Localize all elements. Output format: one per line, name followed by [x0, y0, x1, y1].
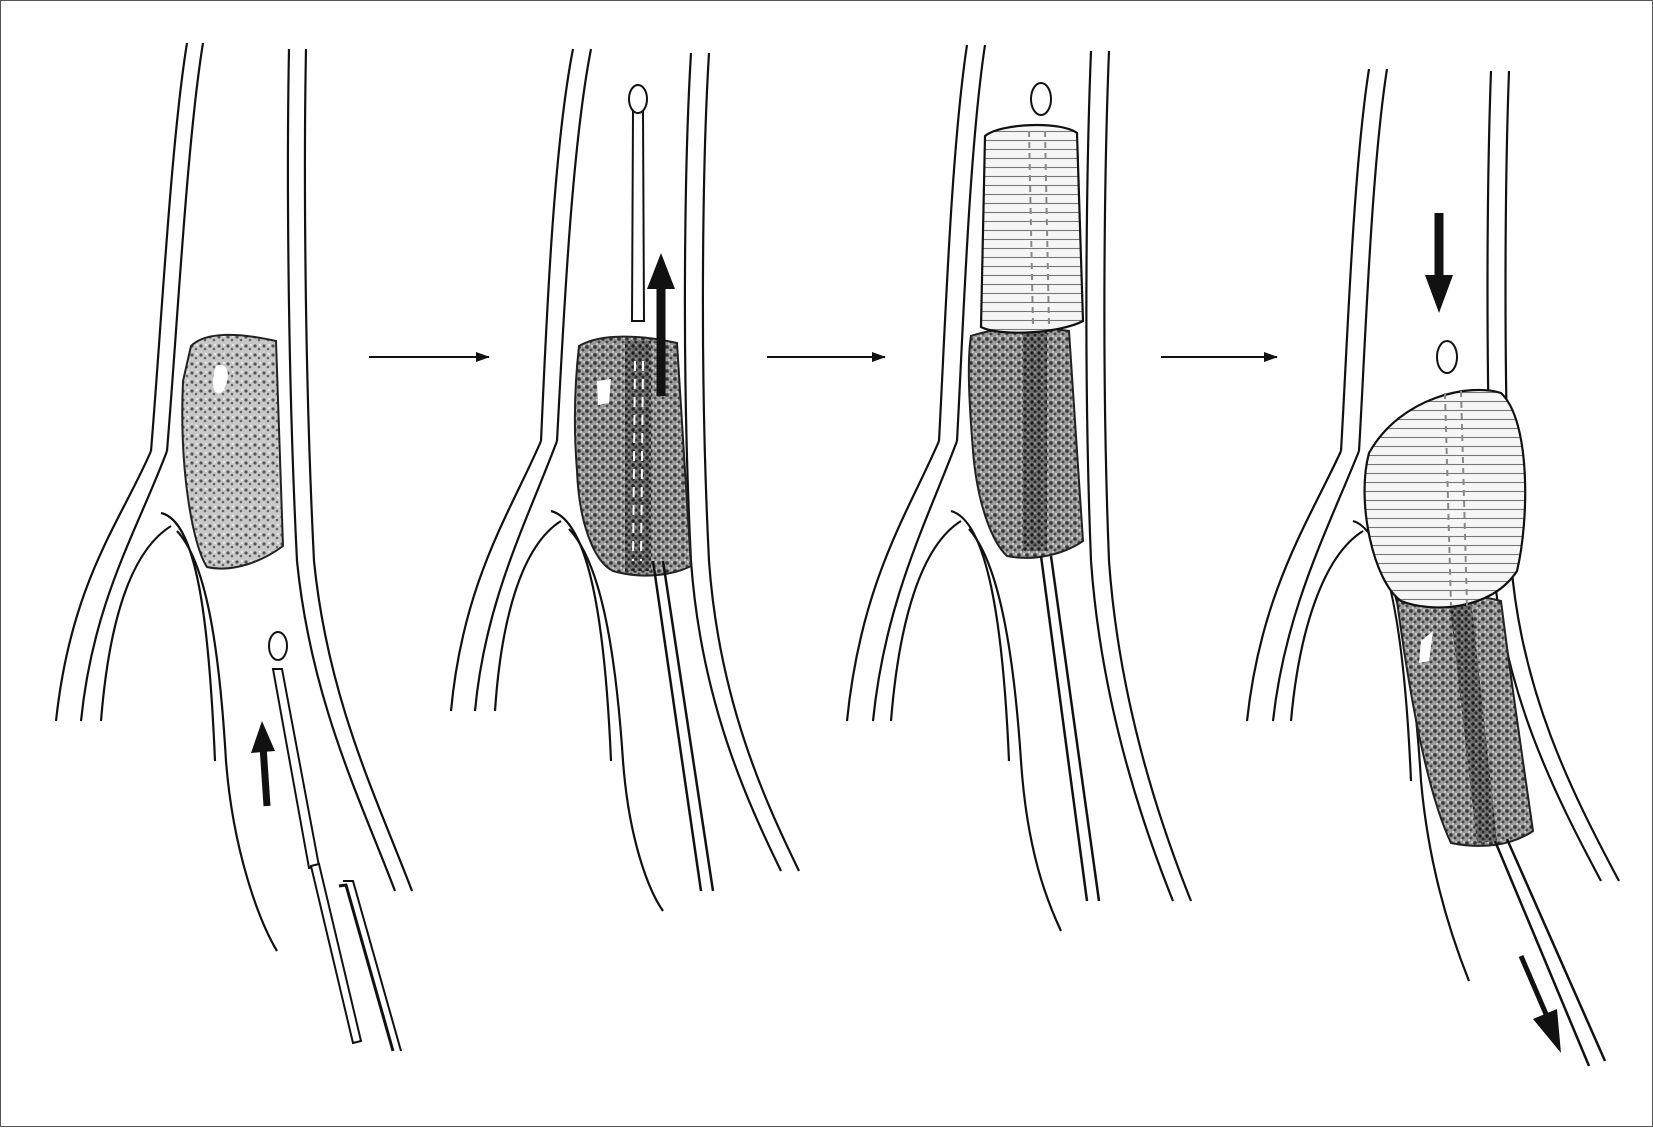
panel-4	[1247, 69, 1619, 1066]
thrombus-icon	[575, 337, 691, 576]
catheter-icon	[269, 632, 401, 1051]
panel-3	[847, 45, 1191, 931]
down-arrow-icon	[1521, 956, 1561, 1053]
down-arrow-icon	[1425, 213, 1453, 313]
up-arrow-icon	[251, 721, 275, 806]
thrombus-icon	[969, 328, 1083, 558]
thrombus-icon	[1397, 594, 1533, 846]
thrombus-icon	[182, 335, 283, 569]
panel-1	[56, 43, 412, 1051]
panel-2	[451, 49, 799, 911]
